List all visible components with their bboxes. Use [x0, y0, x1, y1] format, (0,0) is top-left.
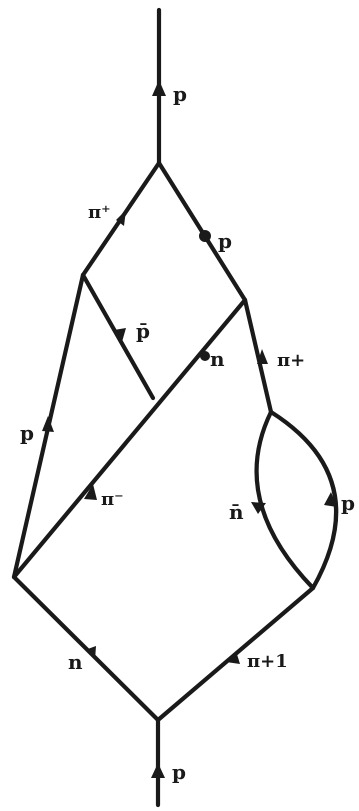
label-pi-minus: π⁻	[101, 489, 124, 510]
label-p-bottom: p	[172, 760, 186, 784]
edge-loop-right	[268, 409, 339, 591]
arrow-up-icon	[324, 492, 337, 507]
diagram-labels: p π⁺ p p̄ n π+ p π⁻ n̄ p n π+1 p	[20, 82, 355, 784]
edge-pbar-diagonal	[80, 272, 156, 401]
arrow-down-icon	[114, 328, 126, 342]
edge-long-diagonal	[11, 297, 248, 580]
label-pbar-center: p̄	[136, 319, 150, 343]
arrow-up-icon	[257, 349, 268, 364]
label-nbar-loop: n̄	[229, 500, 244, 524]
edge-loop-left	[254, 409, 316, 591]
edge-right-pi-plus	[242, 297, 274, 415]
arrow-down-icon	[251, 502, 266, 514]
label-p-loop: p	[341, 491, 355, 515]
label-p-top: p	[173, 82, 187, 106]
label-p-upper-right: p	[218, 229, 232, 253]
label-n-lower-left: n	[68, 650, 83, 674]
arrow-up-icon	[84, 484, 97, 500]
dot-marker-icon	[199, 230, 211, 242]
label-pi-lower-right: π+1	[247, 651, 288, 672]
arrow-up-icon	[151, 763, 165, 778]
diagram-edges	[11, 7, 339, 808]
arrow-up-icon	[152, 80, 166, 96]
label-pi-upper-left: π⁺	[88, 202, 111, 223]
arrow-up-icon	[42, 416, 54, 432]
label-p-left: p	[20, 421, 34, 445]
edge-lower-left	[11, 574, 161, 723]
label-n-center: n	[210, 347, 225, 371]
dot-marker-icon	[200, 351, 210, 361]
label-pi-plus-right: π+	[277, 350, 305, 371]
arrow-up-icon	[116, 210, 126, 226]
arrow-up-icon	[226, 651, 240, 664]
diagram-arrows	[42, 80, 337, 778]
arrow-down-icon	[85, 646, 96, 660]
